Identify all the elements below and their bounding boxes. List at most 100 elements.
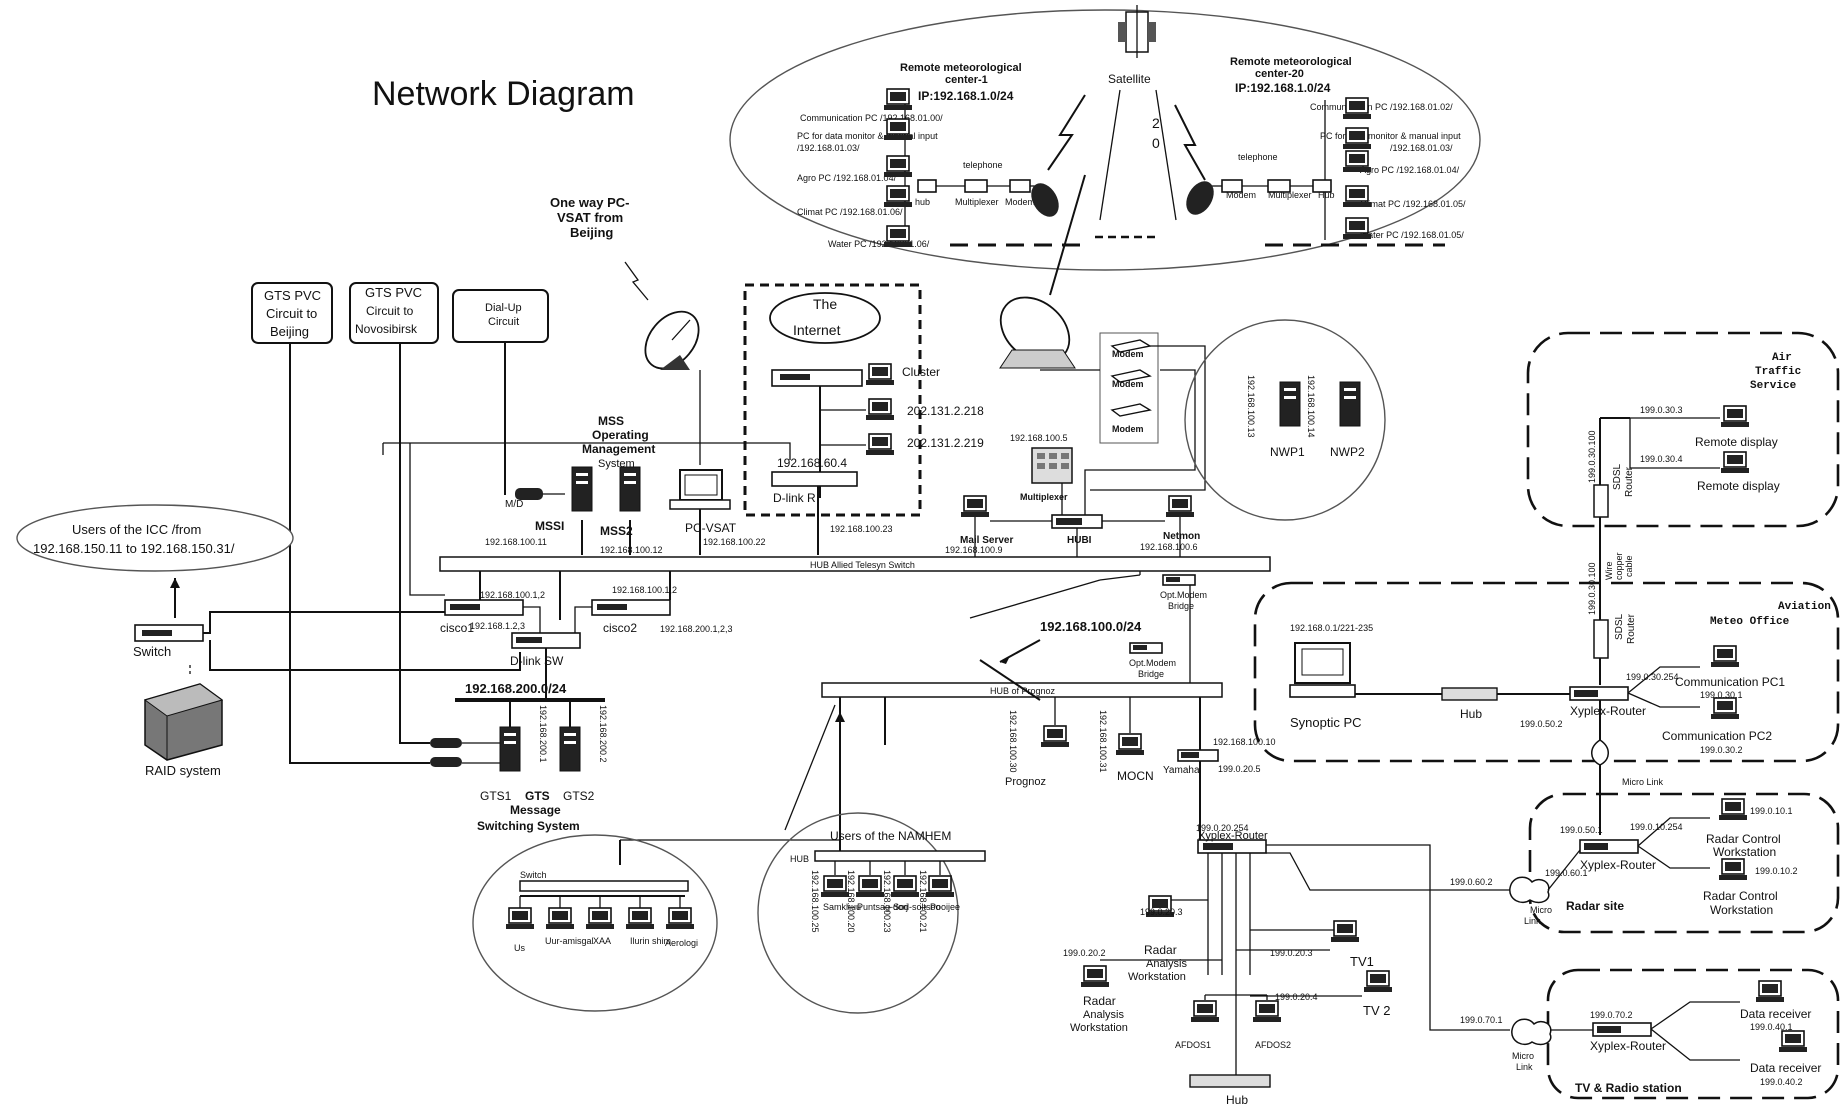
center1-pc-label: Climat PC /192.168.01.06/ [797, 207, 903, 217]
tv2-label: TV 2 [1363, 1003, 1390, 1018]
radar-ip-mid: 199.0.10.254 [1630, 822, 1683, 832]
dlink-switch-label: D-link SW [510, 654, 564, 668]
pcvsat-ip: 192.168.100.22 [703, 537, 766, 547]
remote-display-1-icon [1720, 405, 1750, 428]
center1-hub [917, 179, 937, 193]
center20-ip: IP:192.168.1.0/24 [1235, 81, 1331, 95]
mail-server-pc-icon [960, 495, 990, 518]
switch-users-ellipse [472, 834, 718, 1012]
radar1-line: Radar [1144, 943, 1177, 957]
satellite-label: Satellite [1108, 72, 1151, 86]
namhem-user-pc-icon [890, 875, 920, 898]
bottom-hub-label: Hub [1226, 1093, 1248, 1107]
mss1-ip: 192.168.100.11 [485, 537, 547, 547]
radar-micro-label: Micro [1530, 905, 1552, 915]
pc-icon [883, 88, 913, 111]
switch-users-bar [519, 880, 689, 892]
cisco2-ip: 192.168.100.1,2 [612, 585, 677, 595]
gts-modem [430, 738, 462, 748]
prognoz-hub-label: HUB of Prognoz [990, 686, 1056, 696]
aviation-hub-label: Hub [1460, 707, 1482, 721]
radar2-line: Radar [1083, 994, 1116, 1008]
aviation-xyplex-ip: 199.0.50.2 [1520, 719, 1563, 729]
switch-user-pc-icon [665, 907, 695, 930]
multiplexer-label: Multiplexer [1020, 492, 1068, 502]
synoptic-pc-icon [1289, 642, 1356, 698]
data-receiver-1: Data receiver [1740, 1007, 1811, 1021]
satellite-icon [1118, 5, 1156, 58]
tv2-ip: 199.0.20.4 [1275, 992, 1318, 1002]
pc-icon [1342, 97, 1372, 120]
aviation-title: Aviation [1778, 601, 1831, 613]
radar-ip-in: 199.0.50.1 [1560, 825, 1603, 835]
lightning-right-icon [1174, 104, 1206, 181]
namhem-hub [814, 850, 986, 862]
prognoz-hub [821, 682, 1223, 698]
modem-group-ip: 192.168.100.5 [1010, 433, 1068, 443]
mss2-ip: 192.168.100.12 [600, 545, 663, 555]
cisco1-ip: 192.168.100.1,2 [480, 590, 545, 600]
pc-icon [883, 185, 913, 208]
center1-pc-label: Water PC /192.16801.06/ [828, 239, 930, 249]
afdos2-label: AFDOS2 [1255, 1040, 1291, 1050]
nwp1-server-icon [1279, 381, 1301, 427]
center1-multiplexer [964, 179, 988, 193]
namhem-user-label: Pooijee [930, 902, 960, 912]
internet-ip-2: 202.131.2.219 [907, 436, 984, 450]
tv-station-title: TV & Radio station [1575, 1081, 1682, 1095]
center20-modem-label: Modem [1226, 190, 1256, 200]
icc-users-ellipse [16, 504, 294, 572]
allied-switch-label: HUB Allied Telesyn Switch [810, 560, 915, 570]
namhem-user-label: Samkhuu [823, 902, 861, 912]
mocn-ip: 192.168.100.31 [1098, 710, 1108, 773]
cisco1-ip2: 192.168.1.2,3 [470, 621, 525, 631]
air-traffic-title: Traffic [1755, 366, 1801, 378]
center1-ip: IP:192.168.1.0/24 [918, 89, 1014, 103]
center20-hub-label: Hub [1318, 190, 1335, 200]
sdsl-bottom-label: Router [1626, 613, 1637, 644]
tv-station-zone [1546, 968, 1840, 1100]
radar-control-2-ip: 199.0.10.2 [1755, 866, 1798, 876]
tv1-ip: 199.0.20.3 [1270, 948, 1313, 958]
switch-left-label: Switch [133, 644, 171, 659]
internet-label: Internet [793, 322, 841, 338]
dlink-router [771, 471, 858, 487]
optmodem-2-label: Opt.Modem [1129, 658, 1176, 668]
center20-pc-list: Communication PC /192.168.01.02/ PC for … [1310, 102, 1466, 240]
dlink-router-ip: 192.168.100.23 [830, 524, 893, 534]
radar-control-1-line: Workstation [1713, 845, 1776, 859]
aviation-title: Meteo Office [1710, 616, 1790, 628]
mocn-label: MOCN [1117, 769, 1154, 783]
data-receiver-1-icon [1755, 980, 1785, 1003]
internet-gateway-ip: 192.168.60.4 [777, 456, 847, 470]
gts-beijing-line: GTS PVC [264, 288, 321, 303]
center20-name: Remote meteorological [1230, 56, 1352, 68]
data-receiver-2-ip: 199.0.40.2 [1760, 1077, 1803, 1087]
pc-icon [1342, 217, 1372, 240]
gts1-ip: 192.168.200.1 [538, 705, 548, 763]
gts-beijing-line: Beijing [270, 324, 309, 339]
cluster-label: Cluster [902, 365, 940, 379]
namhem-user-label: Puntsag-dorj [857, 902, 908, 912]
dlink-router-label: D-link R [773, 491, 816, 505]
afdos1-label: AFDOS1 [1175, 1040, 1211, 1050]
center20-pc-label: PC for data monitor & manual input [1320, 131, 1461, 141]
netmon-ip: 192.168.100.6 [1140, 542, 1198, 552]
gts2-server-icon [559, 726, 581, 772]
gts-beijing-circuit [251, 282, 333, 344]
mss2-server-icon [619, 466, 641, 512]
radar-micro-link-icon [1509, 876, 1550, 904]
gts1-server-icon [499, 726, 521, 772]
pc-icon [1342, 150, 1372, 173]
switch-user-pc-icon [585, 907, 615, 930]
wire-label: cable [1624, 555, 1634, 577]
icc-line: 192.168.150.11 to 192.168.150.31/ [33, 541, 235, 556]
radar1-line: Workstation [1128, 971, 1186, 983]
center1-modem-label: Modem [1005, 197, 1035, 207]
center20-telephone-label: telephone [1238, 152, 1278, 162]
pc-icon [1342, 127, 1372, 150]
data-receiver-1-ip: 199.0.40.1 [1750, 1022, 1793, 1032]
remote-display-2: Remote display [1697, 479, 1780, 493]
tv2-pc-icon [1363, 970, 1393, 993]
